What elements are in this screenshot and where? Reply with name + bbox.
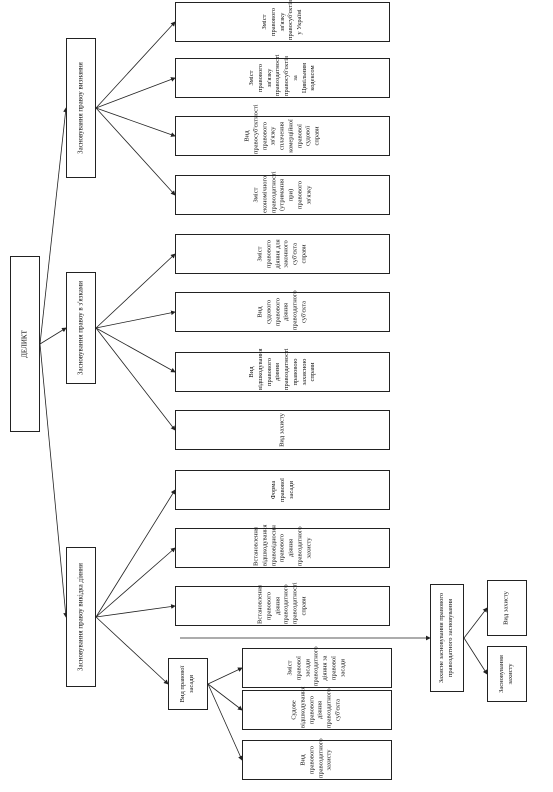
connector-line: [463, 637, 488, 675]
connector-line: [207, 683, 243, 761]
leaf-label: Зміст правового зв'язку правоздатності п…: [247, 54, 316, 96]
leaf-node: Вид захисту: [487, 580, 527, 636]
branch-node: Захисне засновування правового правоздат…: [430, 584, 464, 692]
leaf-label: Зміст правового зв'язку правосуб'єктів у…: [260, 0, 303, 40]
leaf-label: Вид відшкодування правового діяння право…: [247, 348, 316, 390]
leaf-node: Судове відшкодування правового діяння пр…: [242, 686, 392, 730]
leaf-label: Зміст правової засади правоздатного діян…: [286, 646, 346, 686]
leaf-label: Вид захисту: [502, 591, 510, 625]
leaf-label: Встановлення відшкодування правовідносин…: [251, 524, 312, 566]
group-node-1: Засновування правоу визнання: [66, 38, 96, 178]
leaf-node: Зміст правового зв'язку правосуб'єктів у…: [175, 0, 390, 42]
leaf-node: Форма правової засади: [175, 470, 390, 510]
connector-line: [39, 327, 67, 345]
leaf-node: Встановлення відшкодування правовідносин…: [175, 524, 390, 568]
group-label: Засновування правоу визнання: [76, 62, 85, 154]
connector-line: [207, 667, 243, 685]
leaf-label: Зміст правового діяння для законного суб…: [256, 239, 308, 269]
connector-line: [463, 607, 488, 639]
leaf-node: Вид судового правового діяння правоздатн…: [175, 290, 390, 332]
leaf-node: Вид правового правоздатного захисту: [242, 738, 392, 780]
root-label: ДЕЛИКТ: [20, 330, 29, 358]
leaf-node: Зміст правової засади правоздатного діян…: [242, 646, 392, 688]
connector-line: [95, 616, 169, 685]
leaf-node: Зміст економічного правоздатності (утрим…: [175, 171, 390, 215]
leaf-node: Зміст правового зв'язку правоздатності п…: [175, 54, 390, 98]
leaf-label: Вид захисту: [278, 413, 286, 447]
group-node-2: Засновування правоу в з'язками: [66, 272, 96, 384]
leaf-node: Вид правосуб'єктності правового зв'язку …: [175, 104, 390, 156]
connector-line: [95, 21, 176, 109]
connector-line: [95, 107, 176, 137]
root-node: ДЕЛИКТ: [10, 256, 40, 432]
group-node-3: Засновування правоу викідка діяння: [66, 547, 96, 687]
leaf-node: Зміст правового діяння для законного суб…: [175, 234, 390, 274]
group-label: Засновування правоу викідка діяння: [76, 563, 85, 671]
connector-line: [95, 77, 176, 109]
branch-label: Захисне засновування правового правоздат…: [438, 592, 454, 684]
group-label: Засновування правоу в з'язками: [76, 280, 85, 376]
connector-line: [39, 107, 68, 345]
leaf-label: Зміст економічного правоздатності (утрим…: [251, 171, 312, 213]
leaf-label: Форма правової засади: [269, 478, 294, 502]
leaf-node: Вид відшкодування правового діяння право…: [175, 348, 390, 392]
connector-line: [39, 343, 69, 618]
leaf-label: Судове відшкодування правового діяння пр…: [290, 686, 342, 728]
connector-line: [95, 489, 176, 618]
connector-line: [95, 253, 176, 329]
leaf-node: Встановлення правового діяння правоздатн…: [175, 582, 390, 626]
leaf-node: Вид захисту: [175, 410, 390, 450]
leaf-label: Вид судового правового діяння правоздатн…: [256, 290, 308, 330]
connector-line: [95, 107, 176, 196]
connector-line: [95, 327, 176, 373]
sub-node: Вид правової засади: [168, 658, 208, 710]
leaf-label: Засновування захисту: [498, 655, 514, 693]
sub-node-label: Вид правової засади: [179, 665, 195, 703]
leaf-node: Засновування захисту: [487, 646, 527, 702]
leaf-label: Вид правосуб'єктності правового зв'язку …: [243, 104, 321, 154]
connector-line: [95, 604, 176, 618]
connector-line: [95, 547, 176, 618]
leaf-label: Встановлення правового діяння правоздатн…: [256, 582, 308, 624]
connector-line: [207, 683, 243, 711]
leaf-label: Вид правового правоздатного захисту: [299, 738, 333, 778]
connector-line: [95, 327, 176, 431]
connector-line: [95, 310, 176, 329]
